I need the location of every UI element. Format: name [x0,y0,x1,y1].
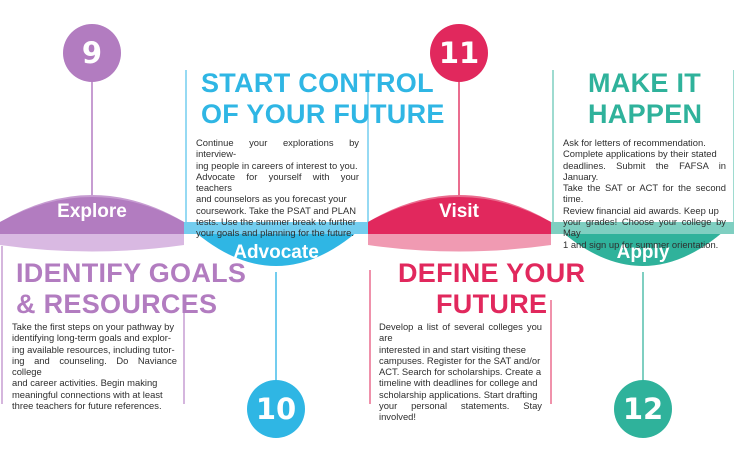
step-11-body-line-2: interested in and start visiting these [379,343,526,355]
step-10-title: START CONTROL OF YOUR FUTURE [201,68,445,130]
band-label-apply: Apply [616,242,670,263]
step-12-body-line-7: 1 and sign up for summer orientation. [563,238,719,250]
band-label-advocate: Advocate [233,242,319,263]
step-12-title-line-1: MAKE IT [588,68,702,98]
step-number-9: 9 [63,24,121,82]
step-9-title-line-1: IDENTIFY GOALS [16,258,247,288]
band-label-explore: Explore [57,201,127,222]
band-visit-dark [368,197,551,234]
band-explore-dark [0,197,184,234]
step-12-body-line-1: Ask for letters of recommendation. [563,137,706,148]
step-11-body-line-6: scholarship applications. Start drafting [379,388,538,400]
step-11-body-line-4: ACT. Search for scholarships. Create a [379,366,542,378]
step-10-body-line-1: Continue your explorations by interview- [196,137,359,160]
step-11-body-line-7: your personal statements. Stay involved! [379,400,542,423]
step-10-body-line-2: ing people in careers of interest to you… [196,159,358,171]
step-9-body-line-7: three teachers for future references. [12,400,162,412]
step-9-body: Take the first steps on your pathway by … [12,321,177,411]
band-apply-top [551,222,734,234]
step-12-body-line-3: deadlines. Submit the FAFSA in January. [563,159,726,182]
step-number-10: 10 [247,380,305,438]
band-explore-tail [0,234,184,252]
step-11-body-line-5: timeline with deadlines for college and [379,377,538,389]
step-12-body: Ask for letters of recommendation. Compl… [563,137,726,250]
step-number-12: 12 [614,380,672,438]
step-9-body-line-3: ing available resources, including tutor… [12,343,175,355]
step-12-body-line-6: your grades! Choose your college by May [563,216,726,239]
step-9-body-line-6: meaningful connections with at least [12,388,163,400]
band-advocate-top [184,222,368,234]
step-10-title-line-2: OF YOUR FUTURE [201,99,445,129]
step-11-title: DEFINE YOUR FUTURE [398,258,585,320]
step-9-body-line-2: identifying long-term goals and explor- [12,332,171,344]
band-label-visit: Visit [439,201,479,222]
step-10-body-line-7: your goals and planning for the future. [196,227,354,239]
step-12-body-line-2: Complete applications by their stated [563,148,717,160]
step-10-body-line-5: coursework. Take the PSAT and PLAN [196,204,356,216]
step-9-title: IDENTIFY GOALS & RESOURCES [16,258,246,320]
step-11-body-line-3: campuses. Register for the SAT and/or [379,354,541,366]
step-10-body-line-3: Advocate for yourself with your teachers [196,170,359,194]
step-12-title-line-2: HAPPEN [588,99,703,129]
step-9-body-line-5: and career activities. Begin making [12,377,158,389]
step-11-title-line-2: FUTURE [436,289,548,319]
step-12-body-line-5: Review financial aid awards. Keep up [563,204,719,216]
step-number-11: 11 [430,24,488,82]
step-11-title-line-1: DEFINE YOUR [398,258,586,288]
step-10-body: Continue your explorations by interview-… [196,137,359,239]
step-12-title: MAKE IT HAPPEN [588,68,703,130]
step-12-body-line-4: Take the SAT or ACT for the second time. [563,182,726,205]
step-10-body-line-4: and counselors as you forecast your [196,193,347,205]
band-visit-tail [368,234,551,252]
step-9-body-line-4: ing and counseling. Do Naviance college [12,354,177,378]
step-10-title-line-1: START CONTROL [201,68,434,98]
step-9-body-line-1: Take the first steps on your pathway by [12,321,175,332]
step-9-title-line-2: & RESOURCES [16,289,218,319]
step-11-body: Develop a list of several colleges you a… [379,321,542,423]
step-10-body-line-6: tests. Use the summer break to further [196,216,356,228]
step-11-body-line-1: Develop a list of several colleges you a… [379,321,542,344]
